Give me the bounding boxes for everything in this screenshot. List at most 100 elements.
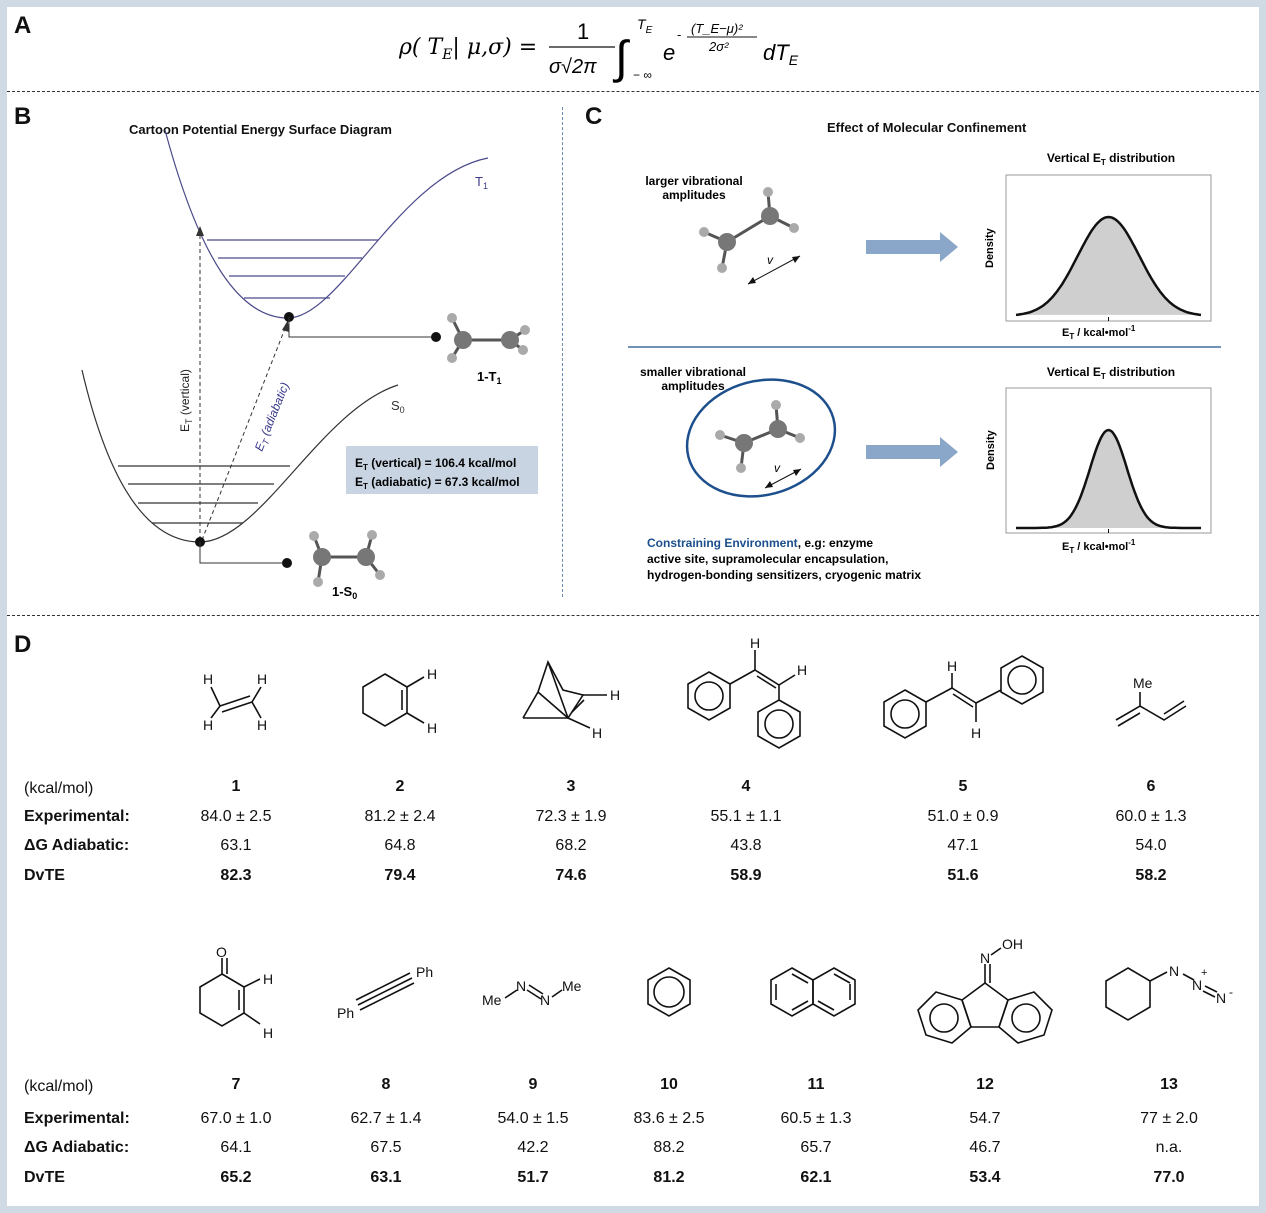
svg-text:-: - bbox=[677, 27, 681, 42]
bottom-arrow-icon bbox=[866, 437, 958, 467]
svg-text:H: H bbox=[257, 671, 267, 687]
table-cell-dvte: 82.3 bbox=[220, 867, 252, 884]
svg-text:− ∞: − ∞ bbox=[633, 68, 652, 82]
table-cell-exp: 83.6 ± 2.5 bbox=[633, 1110, 705, 1127]
table-cell-dvte: 51.7 bbox=[517, 1169, 549, 1186]
svg-text:σ√2π: σ√2π bbox=[549, 56, 597, 78]
row-label: DvTE bbox=[24, 1169, 65, 1186]
svg-text:2σ²: 2σ² bbox=[708, 39, 729, 54]
svg-text:H: H bbox=[947, 658, 957, 674]
table-cell-id: 13 bbox=[1160, 1076, 1178, 1093]
svg-text:Ph: Ph bbox=[416, 964, 433, 980]
svg-text:larger vibrational: larger vibrational bbox=[645, 174, 742, 188]
vertical-energy-label: ET (vertical) bbox=[178, 369, 194, 432]
svg-text:H: H bbox=[592, 725, 602, 741]
table-cell-exp: 54.7 bbox=[969, 1110, 1001, 1127]
bottom-molecule-ball-stick: v bbox=[715, 400, 805, 489]
confinement-diagram: larger vibrational amplitudes v Vertical… bbox=[628, 151, 1221, 582]
table-cell-exp: 67.0 ± 1.0 bbox=[200, 1110, 272, 1127]
vibration-arrow bbox=[747, 255, 801, 285]
svg-text:H: H bbox=[263, 971, 273, 987]
table-cell-adiab: 67.5 bbox=[370, 1139, 402, 1156]
table-cell-id: 5 bbox=[958, 778, 968, 795]
table-cell-exp: 54.0 ± 1.5 bbox=[497, 1110, 569, 1127]
structure-13: NN N +- bbox=[1105, 963, 1233, 1021]
structure-5: HH bbox=[883, 655, 1044, 741]
structure-3: HH bbox=[522, 659, 620, 741]
row-label: (kcal/mol) bbox=[24, 1078, 94, 1095]
table-cell-dvte: 65.2 bbox=[220, 1169, 252, 1186]
top-arrow-icon bbox=[866, 232, 958, 262]
table-cell-adiab: 46.7 bbox=[969, 1139, 1001, 1156]
table-cell-dvte: 74.6 bbox=[555, 867, 587, 884]
row-label: ΔG Adiabatic: bbox=[24, 837, 130, 854]
svg-text:hydrogen-bonding sensitizers,: hydrogen-bonding sensitizers, cryogenic … bbox=[647, 568, 921, 582]
molecule-1-s0-label: 1-S0 bbox=[332, 584, 357, 601]
figure: A ρ( TE| μ,σ) = 1 σ√2π ∫ TE − ∞ e (T_E−μ… bbox=[7, 7, 1259, 1206]
table-cell-id: 1 bbox=[231, 778, 241, 795]
structure-4: HH bbox=[687, 635, 807, 749]
gaussian-formula: ρ( TE| μ,σ) = 1 σ√2π ∫ TE − ∞ e (T_E−μ)²… bbox=[398, 16, 799, 83]
row-label: Experimental: bbox=[24, 808, 130, 825]
svg-text:amplitudes: amplitudes bbox=[662, 188, 726, 202]
divider-a bbox=[7, 91, 1259, 92]
structure-2: HH bbox=[362, 666, 437, 736]
table-cell-dvte: 63.1 bbox=[370, 1169, 402, 1186]
svg-text:H: H bbox=[750, 635, 760, 651]
table-cell-exp: 72.3 ± 1.9 bbox=[535, 808, 607, 825]
table-cell-id: 8 bbox=[381, 1076, 391, 1093]
structure-7: O HH bbox=[199, 944, 273, 1041]
energy-values-box bbox=[346, 446, 538, 494]
table-cell-id: 10 bbox=[660, 1076, 678, 1093]
svg-text:ρ( TE| μ,σ) =: ρ( TE| μ,σ) = bbox=[398, 35, 537, 63]
panel-b-title: Cartoon Potential Energy Surface Diagram bbox=[129, 122, 392, 137]
t1-levels bbox=[207, 239, 378, 299]
svg-text:O: O bbox=[216, 944, 227, 960]
svg-text:TE: TE bbox=[637, 16, 653, 36]
table-cell-id: 11 bbox=[807, 1076, 825, 1093]
table-cell-adiab: 88.2 bbox=[653, 1139, 685, 1156]
svg-text:Vertical ET distribution: Vertical ET distribution bbox=[1047, 365, 1175, 381]
row-label: (kcal/mol) bbox=[24, 780, 94, 797]
table-cell-dvte: 77.0 bbox=[1153, 1169, 1185, 1186]
structure-6: Me bbox=[1115, 675, 1187, 727]
adiabatic-arrow bbox=[201, 325, 287, 541]
table-cell-id: 4 bbox=[741, 778, 751, 795]
svg-text:N: N bbox=[980, 950, 990, 966]
svg-text:e: e bbox=[663, 40, 675, 65]
table-cell-adiab: 43.8 bbox=[730, 837, 762, 854]
s0-levels bbox=[118, 465, 290, 524]
table-cell-id: 7 bbox=[231, 1076, 241, 1093]
svg-text:N: N bbox=[1169, 963, 1179, 979]
structure-9: MeN NMe bbox=[482, 978, 582, 1008]
row-label: DvTE bbox=[24, 867, 65, 884]
table-cell-exp: 51.0 ± 0.9 bbox=[927, 808, 999, 825]
table-cell-exp: 62.7 ± 1.4 bbox=[350, 1110, 422, 1127]
svg-text:ET (adiabatic) = 67.3 kcal/mol: ET (adiabatic) = 67.3 kcal/mol bbox=[355, 475, 520, 491]
table-cell-dvte: 51.6 bbox=[947, 867, 979, 884]
table-cell-exp: 55.1 ± 1.1 bbox=[710, 808, 782, 825]
svg-text:1: 1 bbox=[577, 19, 589, 44]
table-cell-adiab: 63.1 bbox=[220, 837, 252, 854]
panel-a-label: A bbox=[14, 12, 32, 39]
table-cell-dvte: 58.2 bbox=[1135, 867, 1167, 884]
bottom-distribution-plot bbox=[1005, 387, 1212, 534]
table-cell-id: 3 bbox=[566, 778, 576, 795]
molecule-1-t1-ball-stick bbox=[447, 313, 530, 363]
svg-text:H: H bbox=[203, 671, 213, 687]
svg-text:Vertical ET distribution: Vertical ET distribution bbox=[1047, 151, 1175, 167]
svg-text:Me: Me bbox=[1133, 675, 1153, 691]
structure-11 bbox=[770, 967, 856, 1017]
top-molecule-ball-stick: v bbox=[699, 187, 801, 285]
potential-energy-diagram: T1 S0 ET (vertical) ET (adiabatic) 1-T1 … bbox=[81, 129, 538, 601]
table-cell-adiab: n.a. bbox=[1155, 1139, 1183, 1156]
table-cell-adiab: 47.1 bbox=[947, 837, 979, 854]
adiabatic-energy-label: ET (adiabatic) bbox=[252, 380, 294, 454]
table-cell-adiab: 64.8 bbox=[384, 837, 416, 854]
table-cell-dvte: 62.1 bbox=[800, 1169, 832, 1186]
svg-text:∫: ∫ bbox=[612, 31, 630, 83]
svg-text:N: N bbox=[1216, 990, 1226, 1006]
svg-text:ET / kcal•mol-1: ET / kcal•mol-1 bbox=[1062, 324, 1136, 341]
svg-text:Ph: Ph bbox=[337, 1005, 354, 1021]
